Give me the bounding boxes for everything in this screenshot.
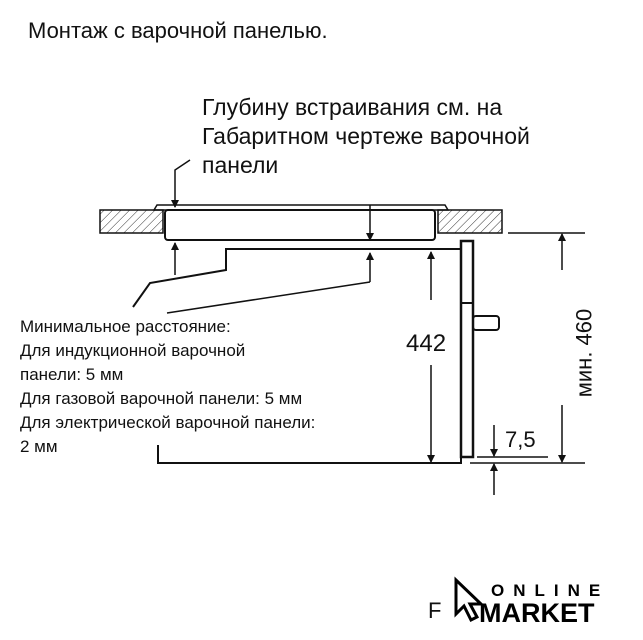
page-title: Монтаж с варочной панелью. [28, 18, 328, 43]
depth-note-line: Глубину встраивания см. на [202, 94, 503, 120]
hob-body [164, 209, 436, 241]
min-distance-line: Минимальное расстояние: [20, 317, 231, 336]
min-distance-line: панели: 5 мм [20, 365, 124, 384]
countertop-left [99, 209, 164, 234]
logo-online: ONLINE [491, 581, 609, 600]
oven-outline [132, 248, 460, 308]
watermark-logo: ONLINE MARKET [453, 576, 643, 640]
cursor-icon [454, 576, 485, 623]
logo-market: MARKET [479, 598, 595, 628]
depth-note-line: Габаритном чертеже варочной [202, 123, 530, 149]
min-distance-line: Для индукционной варочной [20, 341, 246, 360]
min-distance-line: Для газовой варочной панели: 5 мм [20, 389, 303, 408]
min-distance-line: Для электрической варочной панели: [20, 413, 316, 432]
min-distance-note: Минимальное расстояние: Для индукционной… [20, 315, 315, 459]
min-distance-line: 2 мм [20, 437, 58, 456]
dimension-min-height: мин. 460 [571, 308, 597, 398]
dimension-offset: 7,5 [505, 427, 536, 452]
countertop-right [437, 209, 503, 234]
figure-letter: F [428, 598, 442, 623]
depth-note-line: панели [202, 152, 279, 178]
depth-note: Глубину встраивания см. на Габаритном че… [202, 93, 530, 180]
oven-front-panel [459, 239, 475, 459]
oven-knob [472, 315, 500, 331]
dimension-height: 442 [406, 330, 447, 357]
